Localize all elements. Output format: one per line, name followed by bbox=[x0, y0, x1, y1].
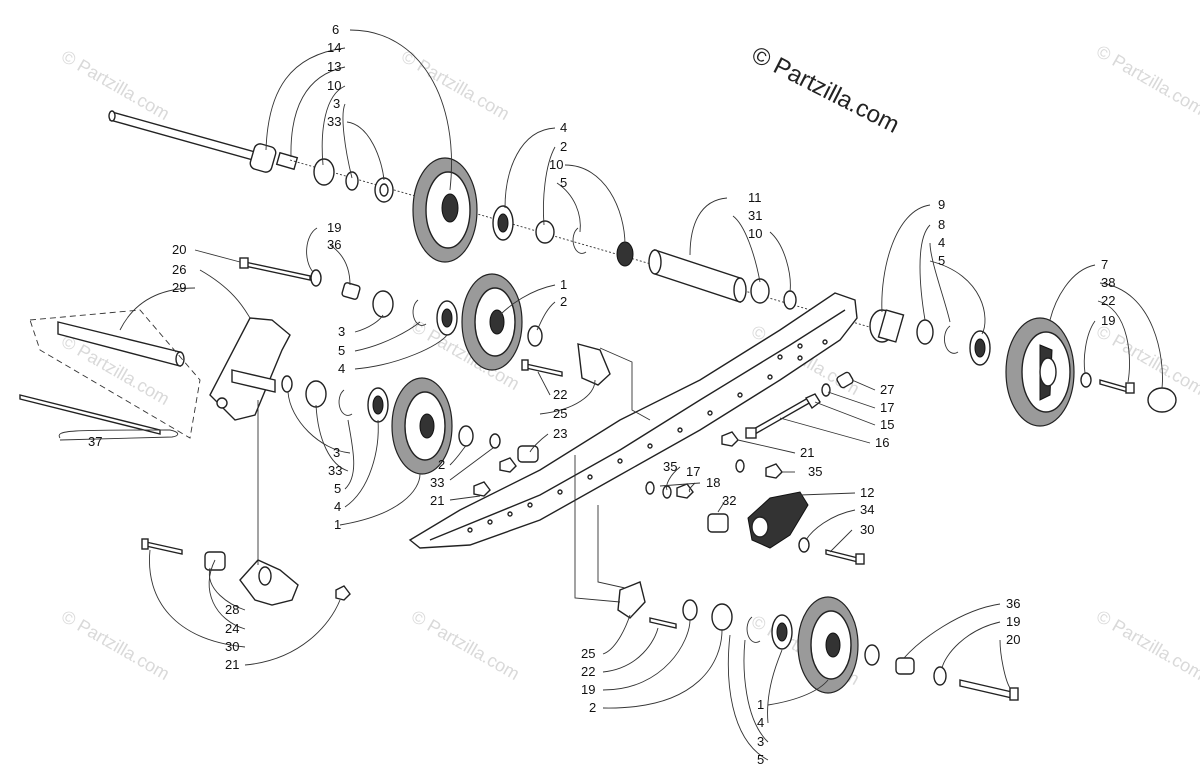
callout-label: 2 bbox=[438, 457, 445, 472]
callout-label: 19 bbox=[1006, 614, 1020, 629]
callout-label: 21 bbox=[225, 657, 239, 672]
top-axle-shaft bbox=[108, 110, 299, 173]
callout-label: 19 bbox=[581, 682, 595, 697]
callout-label: 14 bbox=[327, 40, 341, 55]
callout-label: 2 bbox=[560, 139, 567, 154]
callout-label: 6 bbox=[332, 22, 339, 37]
spacer-tube bbox=[648, 249, 747, 303]
callout-label: 15 bbox=[880, 417, 894, 432]
callout-label: 2 bbox=[560, 294, 567, 309]
callout-label: 9 bbox=[938, 197, 945, 212]
callout-label: 4 bbox=[338, 361, 345, 376]
callout-label: 30 bbox=[225, 639, 239, 654]
callout-label: 19 bbox=[1101, 313, 1115, 328]
callout-label: 23 bbox=[553, 426, 567, 441]
watermark: © Partzilla.com bbox=[1093, 41, 1200, 119]
callout-label: 33 bbox=[328, 463, 342, 478]
callout-label: 30 bbox=[860, 522, 874, 537]
idler-wheel-lower-right bbox=[797, 596, 859, 694]
callout-label: 12 bbox=[860, 485, 874, 500]
callout-label: 4 bbox=[334, 499, 341, 514]
copyright-text: © Partzilla.com bbox=[747, 41, 903, 138]
idler-wheel-top bbox=[412, 157, 478, 263]
callout-label: 16 bbox=[875, 435, 889, 450]
pivot-arm-bracket bbox=[209, 317, 291, 421]
callout-label: 11 bbox=[748, 190, 762, 205]
callout-label: 1 bbox=[560, 277, 567, 292]
callout-label: 24 bbox=[225, 621, 239, 636]
callout-label: 25 bbox=[581, 646, 595, 661]
callout-label: 37 bbox=[88, 434, 102, 449]
watermark: © Partzilla.com bbox=[1093, 606, 1200, 684]
callout-label: 22 bbox=[1101, 293, 1115, 308]
callout-label: 22 bbox=[581, 664, 595, 679]
idler-wheel-lower-left bbox=[391, 377, 453, 475]
callout-label: 3 bbox=[333, 96, 340, 111]
callout-label: 21 bbox=[430, 493, 444, 508]
callout-label: 5 bbox=[560, 175, 567, 190]
callout-label: 22 bbox=[553, 387, 567, 402]
idler-wheel-middle bbox=[461, 273, 523, 371]
callout-label: 3 bbox=[757, 734, 764, 749]
callout-label: 5 bbox=[938, 253, 945, 268]
callout-label: 19 bbox=[327, 220, 341, 235]
callout-label: 36 bbox=[1006, 596, 1020, 611]
callout-label: 32 bbox=[722, 493, 736, 508]
callout-label: 33 bbox=[430, 475, 444, 490]
callout-label: 17 bbox=[880, 400, 894, 415]
callout-label: 34 bbox=[860, 502, 874, 517]
callout-label: 1 bbox=[334, 517, 341, 532]
callout-label: 18 bbox=[706, 475, 720, 490]
callout-label: 25 bbox=[553, 406, 567, 421]
callout-label: 35 bbox=[808, 464, 822, 479]
callout-label: 38 bbox=[1101, 275, 1115, 290]
frame-holes bbox=[467, 339, 828, 533]
callout-label: 10 bbox=[327, 78, 341, 93]
watermark: © Partzilla.com bbox=[58, 606, 173, 684]
callout-label: 36 bbox=[327, 237, 341, 252]
callout-label: 2 bbox=[589, 700, 596, 715]
callout-label: 26 bbox=[172, 262, 186, 277]
callout-label: 4 bbox=[938, 235, 945, 250]
callout-label: 29 bbox=[172, 280, 186, 295]
callout-label: 3 bbox=[333, 445, 340, 460]
callout-label: 5 bbox=[334, 481, 341, 496]
leader-lines bbox=[58, 29, 1163, 761]
callout-label: 20 bbox=[1006, 632, 1020, 647]
callout-label: 5 bbox=[757, 752, 764, 767]
callout-label: 1 bbox=[757, 697, 764, 712]
slide-rail-frame bbox=[408, 292, 858, 549]
callout-label: 4 bbox=[757, 715, 764, 730]
callout-labels: 6 14 13 10 3 33 4 2 10 5 11 31 10 9 8 4 … bbox=[88, 22, 1115, 767]
callout-label: 31 bbox=[748, 208, 762, 223]
spoked-wheel bbox=[1005, 317, 1075, 427]
callout-label: 35 bbox=[663, 459, 677, 474]
callout-label: 13 bbox=[327, 59, 341, 74]
callout-label: 21 bbox=[800, 445, 814, 460]
callout-label: 4 bbox=[560, 120, 567, 135]
pivot-bracket-lower bbox=[239, 559, 299, 606]
callout-label: 33 bbox=[327, 114, 341, 129]
rail-end-cap bbox=[747, 491, 809, 549]
callout-label: 17 bbox=[686, 464, 700, 479]
callout-label: 10 bbox=[549, 157, 563, 172]
callout-label: 10 bbox=[748, 226, 762, 241]
callout-label: 3 bbox=[338, 324, 345, 339]
callout-label: 8 bbox=[938, 217, 945, 232]
watermark: © Partzilla.com bbox=[1093, 321, 1200, 399]
watermark: © Partzilla.com bbox=[398, 46, 513, 124]
watermark: © Partzilla.com bbox=[408, 606, 523, 684]
callout-label: 20 bbox=[172, 242, 186, 257]
callout-label: 5 bbox=[338, 343, 345, 358]
callout-label: 28 bbox=[225, 602, 239, 617]
callout-label: 27 bbox=[880, 382, 894, 397]
parts bbox=[19, 110, 1177, 701]
callout-label: 7 bbox=[1101, 257, 1108, 272]
